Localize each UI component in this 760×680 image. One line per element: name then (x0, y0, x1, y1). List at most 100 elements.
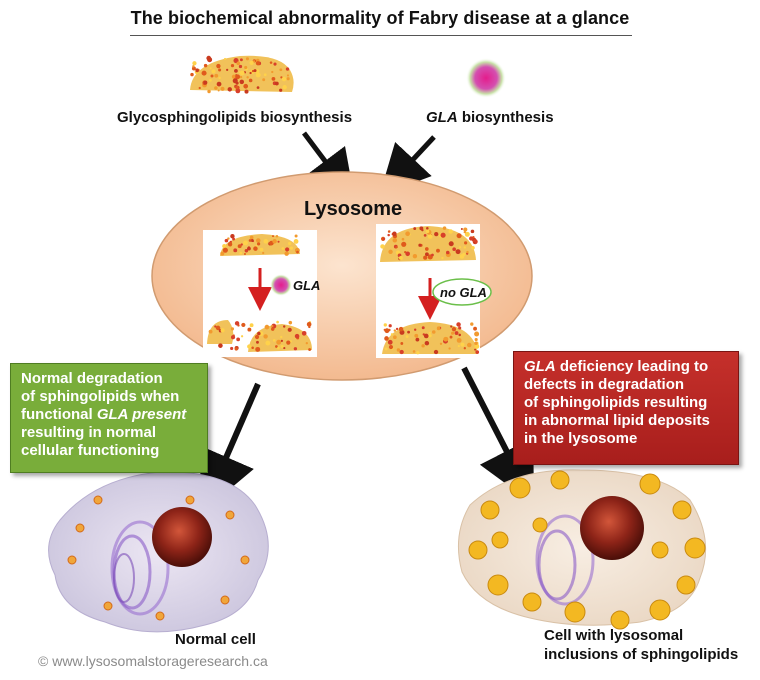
lipid-speckle (392, 237, 398, 243)
lipid-speckle (211, 69, 216, 74)
gla-molecule-small-icon (270, 274, 292, 296)
lipid-speckle (294, 333, 300, 339)
lipid-speckle (441, 256, 444, 260)
lipid-speckle (398, 326, 404, 332)
lipid-speckle (239, 58, 243, 62)
lipid-speckle (262, 251, 265, 255)
lipid-speckle (424, 247, 429, 251)
lipid-speckle (256, 238, 261, 243)
lipid-speckle (455, 249, 461, 255)
gla-molecule-icon (466, 58, 506, 98)
lipid-speckle (271, 77, 276, 81)
lipid-inclusion (676, 575, 696, 595)
lipid-speckle (238, 64, 243, 69)
lipid-speckle (243, 252, 246, 255)
green-line-3-prefix: functional (21, 406, 97, 423)
lipid-speckle (444, 337, 449, 342)
lipid-speckle (265, 340, 271, 346)
lipid-speckle (235, 88, 241, 94)
lipid-speckle (387, 233, 390, 237)
lipid-speckle (218, 343, 223, 348)
lipid-speckle (275, 345, 278, 348)
lipid-speckle (428, 334, 432, 338)
green-line-5: cellular functioning (21, 442, 160, 459)
lipid-inclusion (509, 477, 531, 499)
lipid-speckle (463, 347, 466, 350)
lipid-speckle (209, 67, 212, 70)
lipid-speckle (218, 76, 221, 80)
lipid-speckle (405, 231, 410, 237)
lipid-speckle (234, 321, 240, 326)
lipid-speckle (249, 71, 252, 75)
lipid-speckle (281, 76, 287, 82)
lipid-speckle (400, 342, 404, 345)
green-line-3-italic: GLA present (96, 406, 187, 423)
lipid-inclusion (639, 473, 661, 495)
lipid-speckle (243, 240, 248, 246)
lipid-speckle (263, 73, 267, 77)
lipid-speckle (423, 333, 429, 339)
lipid-speckle (239, 251, 243, 255)
normal-degradation-box: Normal degradation of sphingolipids when… (10, 363, 208, 473)
lipid-speckle (285, 247, 290, 252)
lipid-speckle (449, 335, 453, 339)
lipid-speckle (395, 327, 399, 331)
lipid-speckle (421, 326, 425, 330)
lipid-speckle (203, 80, 208, 85)
lipid-speckle (287, 327, 292, 332)
lipid-speckle (249, 235, 254, 240)
lipid-speckle (285, 67, 290, 71)
lipid-speckle (405, 335, 409, 339)
lipid-speckle (230, 335, 236, 340)
lipid-speckle (293, 347, 298, 351)
lipid-speckle (448, 241, 454, 247)
lipid-speckle (460, 227, 463, 231)
lipid-speckle (274, 81, 279, 86)
lipid-speckle (256, 242, 261, 246)
normal-cell-nucleus (152, 507, 212, 567)
lipid-speckle (470, 229, 475, 234)
lipid-speckle (308, 325, 311, 329)
lipid-inclusion (550, 470, 570, 490)
lipid-speckle (232, 78, 238, 84)
lipid-fragment-large (248, 324, 312, 352)
lipid-speckle (463, 227, 468, 232)
lipid-speckle (218, 68, 222, 72)
lipid-speckle (390, 333, 394, 336)
lipid-inclusion (651, 541, 669, 559)
lipid-speckle (230, 63, 235, 68)
lipid-speckle (250, 238, 254, 242)
gla-italic: GLA (426, 109, 458, 126)
lipid-speckle (207, 89, 211, 94)
lipid-speckle (306, 322, 312, 327)
lipid-speckle (236, 337, 241, 342)
lipid-speckle (239, 70, 245, 76)
normal-cell-illustration (48, 471, 269, 633)
lipid-speckle (276, 320, 279, 324)
lipid-speckle (223, 57, 227, 61)
lipid-speckle (279, 88, 283, 92)
lipid-speckle (425, 252, 429, 257)
lipid-speckle (401, 241, 407, 247)
lipid-speckle (209, 78, 212, 82)
gla-deficiency-box: GLA deficiency leading to defects in deg… (513, 351, 739, 465)
lipid-speckle (457, 345, 460, 348)
lipid-speckle (450, 325, 453, 328)
lipid-inclusion (610, 610, 630, 630)
lipid-speckle (464, 231, 470, 237)
lipid-speckle (241, 322, 246, 328)
lipid-speckle (220, 251, 225, 256)
red-line-3: of sphingolipids resulting (524, 394, 708, 411)
lipid-speckle (388, 249, 393, 254)
lipid-speckle (222, 247, 228, 253)
lipid-speckle (423, 255, 428, 260)
lipid-speckle (387, 230, 391, 233)
lipid-speckle (282, 325, 286, 328)
lipid-speckle (393, 329, 396, 332)
lipid-speckle (392, 231, 397, 237)
lipid-speckle (405, 251, 410, 257)
lipid-speckle (277, 240, 280, 243)
vesicle-dot (185, 495, 195, 505)
lipid-speckle (387, 339, 393, 345)
lipid-clump-deficient-top (380, 226, 476, 262)
